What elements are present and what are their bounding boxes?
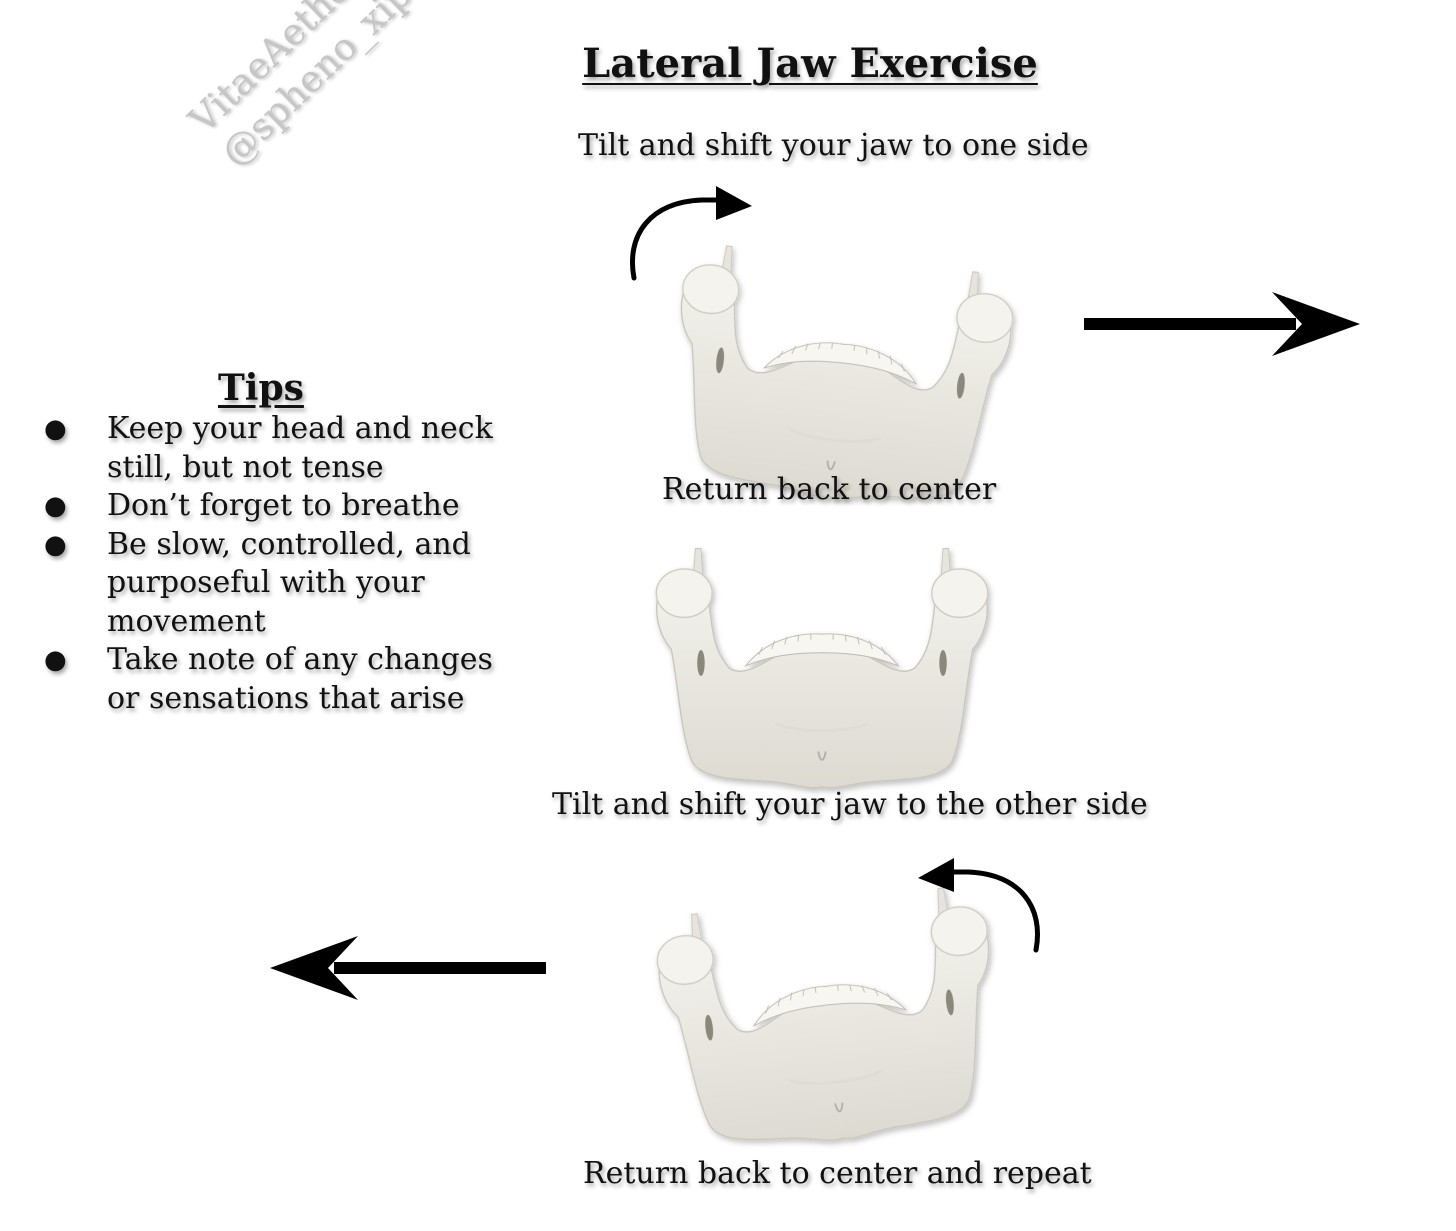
curved-arrow-icon [918, 858, 1040, 953]
step-1-caption: Tilt and shift your jaw to one side [578, 128, 1089, 163]
step-4-caption: Return back to center and repeat [583, 1156, 1092, 1191]
step-3-caption: Tilt and shift your jaw to the other sid… [552, 787, 1148, 822]
step-2-caption: Return back to center [662, 472, 997, 507]
tip-item: ● Keep your head and neck still, but not… [44, 410, 504, 487]
bullet-icon: ● [44, 414, 67, 444]
bullet-icon: ● [44, 645, 67, 675]
mandible-illustration-center [654, 547, 990, 790]
tip-item: ● Take note of any changes or sensations… [44, 641, 504, 718]
bullet-icon: ● [44, 529, 67, 560]
tip-text: Take note of any changes or sensations t… [107, 642, 493, 716]
watermark: VitaeAether @spheno_xiphoid [180, 0, 480, 176]
page-title: Lateral Jaw Exercise [582, 40, 1038, 87]
tip-item: ● Don’t forget to breathe [44, 487, 504, 526]
curved-arrow-icon [630, 186, 752, 281]
tip-text: Keep your head and neck still, but not t… [107, 411, 493, 485]
bullet-icon: ● [44, 491, 67, 521]
tip-text: Don’t forget to breathe [107, 488, 460, 523]
tip-item: ● Be slow, controlled, and purposeful wi… [44, 526, 504, 642]
tips-list: ● Keep your head and neck still, but not… [44, 410, 504, 718]
tips-heading: Tips [218, 367, 304, 409]
arrow-left-icon [270, 936, 546, 1000]
tip-text: Be slow, controlled, and purposeful with… [107, 526, 471, 639]
arrow-right-icon [1084, 292, 1360, 356]
